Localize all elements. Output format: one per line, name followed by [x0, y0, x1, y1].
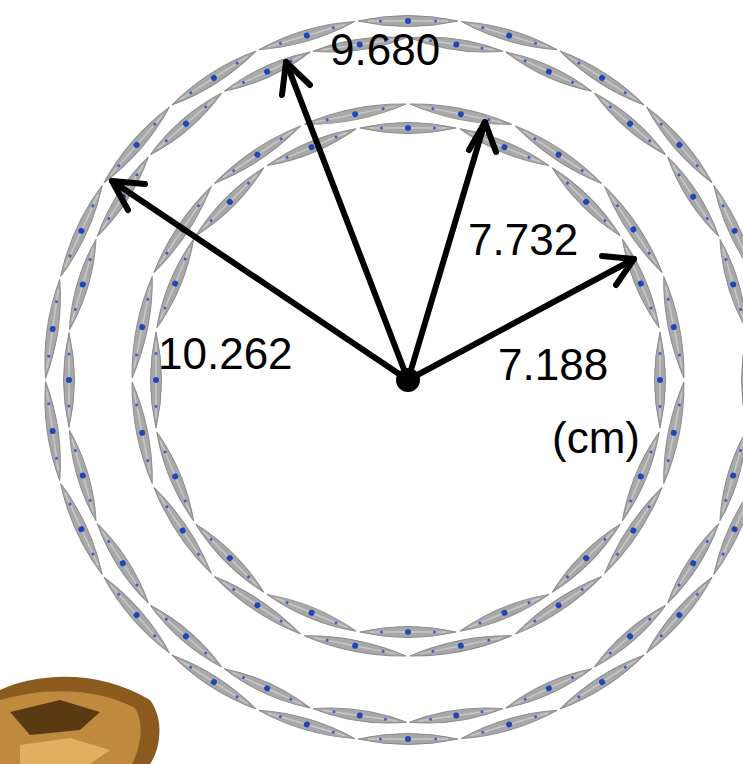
- sensor-stave: [64, 429, 101, 523]
- sensor-stave: [64, 333, 75, 428]
- sensor-stave: [192, 164, 268, 240]
- sensor-stave: [617, 237, 664, 330]
- sensor-stave: [192, 520, 268, 596]
- sensor-stave: [663, 154, 723, 239]
- sensor-stave: [152, 430, 199, 523]
- sensor-stave: [147, 601, 226, 671]
- arrow-head: [602, 256, 634, 285]
- arrow-head: [112, 181, 145, 210]
- sensor-stave: [655, 332, 666, 428]
- sensor-stave: [409, 703, 504, 727]
- sensor-stave: [591, 601, 670, 671]
- radius-arrows: [112, 62, 634, 392]
- radius-arrow: [112, 181, 408, 380]
- radius-arrow: [286, 62, 408, 380]
- sensor-stave: [504, 664, 595, 713]
- unit-label: (cm): [552, 416, 640, 460]
- dimension-label: 10.262: [158, 332, 293, 376]
- sensor-stave: [663, 521, 723, 606]
- sensor-stave: [715, 238, 743, 332]
- sensor-stave: [548, 520, 624, 596]
- brown-object: [0, 677, 159, 764]
- sensor-rings: [40, 16, 743, 745]
- sensor-stave: [312, 703, 407, 727]
- sensor-stave: [93, 154, 153, 239]
- sensor-stave: [591, 89, 670, 159]
- sensor-stave: [458, 589, 551, 636]
- sensor-stave: [222, 664, 313, 713]
- sensor-stave: [40, 279, 65, 380]
- sensor-stave: [152, 237, 199, 330]
- sensor-stave: [64, 238, 101, 332]
- arrow-head: [282, 62, 310, 95]
- dimension-label: 7.188: [498, 343, 608, 387]
- dimension-label: 9.680: [330, 28, 440, 72]
- dimension-label: 7.732: [468, 218, 578, 262]
- arrow-head: [469, 122, 496, 152]
- sensor-stave: [504, 47, 595, 96]
- sensor-stave: [742, 333, 743, 428]
- sensor-stave: [93, 521, 153, 606]
- sensor-stave: [40, 381, 65, 482]
- sensor-stave: [360, 627, 456, 638]
- sensor-stave: [147, 89, 226, 159]
- sensor-stave: [358, 734, 458, 745]
- sensor-stave: [358, 16, 458, 27]
- sensor-stave: [715, 429, 743, 523]
- sensor-stave: [360, 123, 456, 134]
- sensor-stave: [265, 589, 358, 636]
